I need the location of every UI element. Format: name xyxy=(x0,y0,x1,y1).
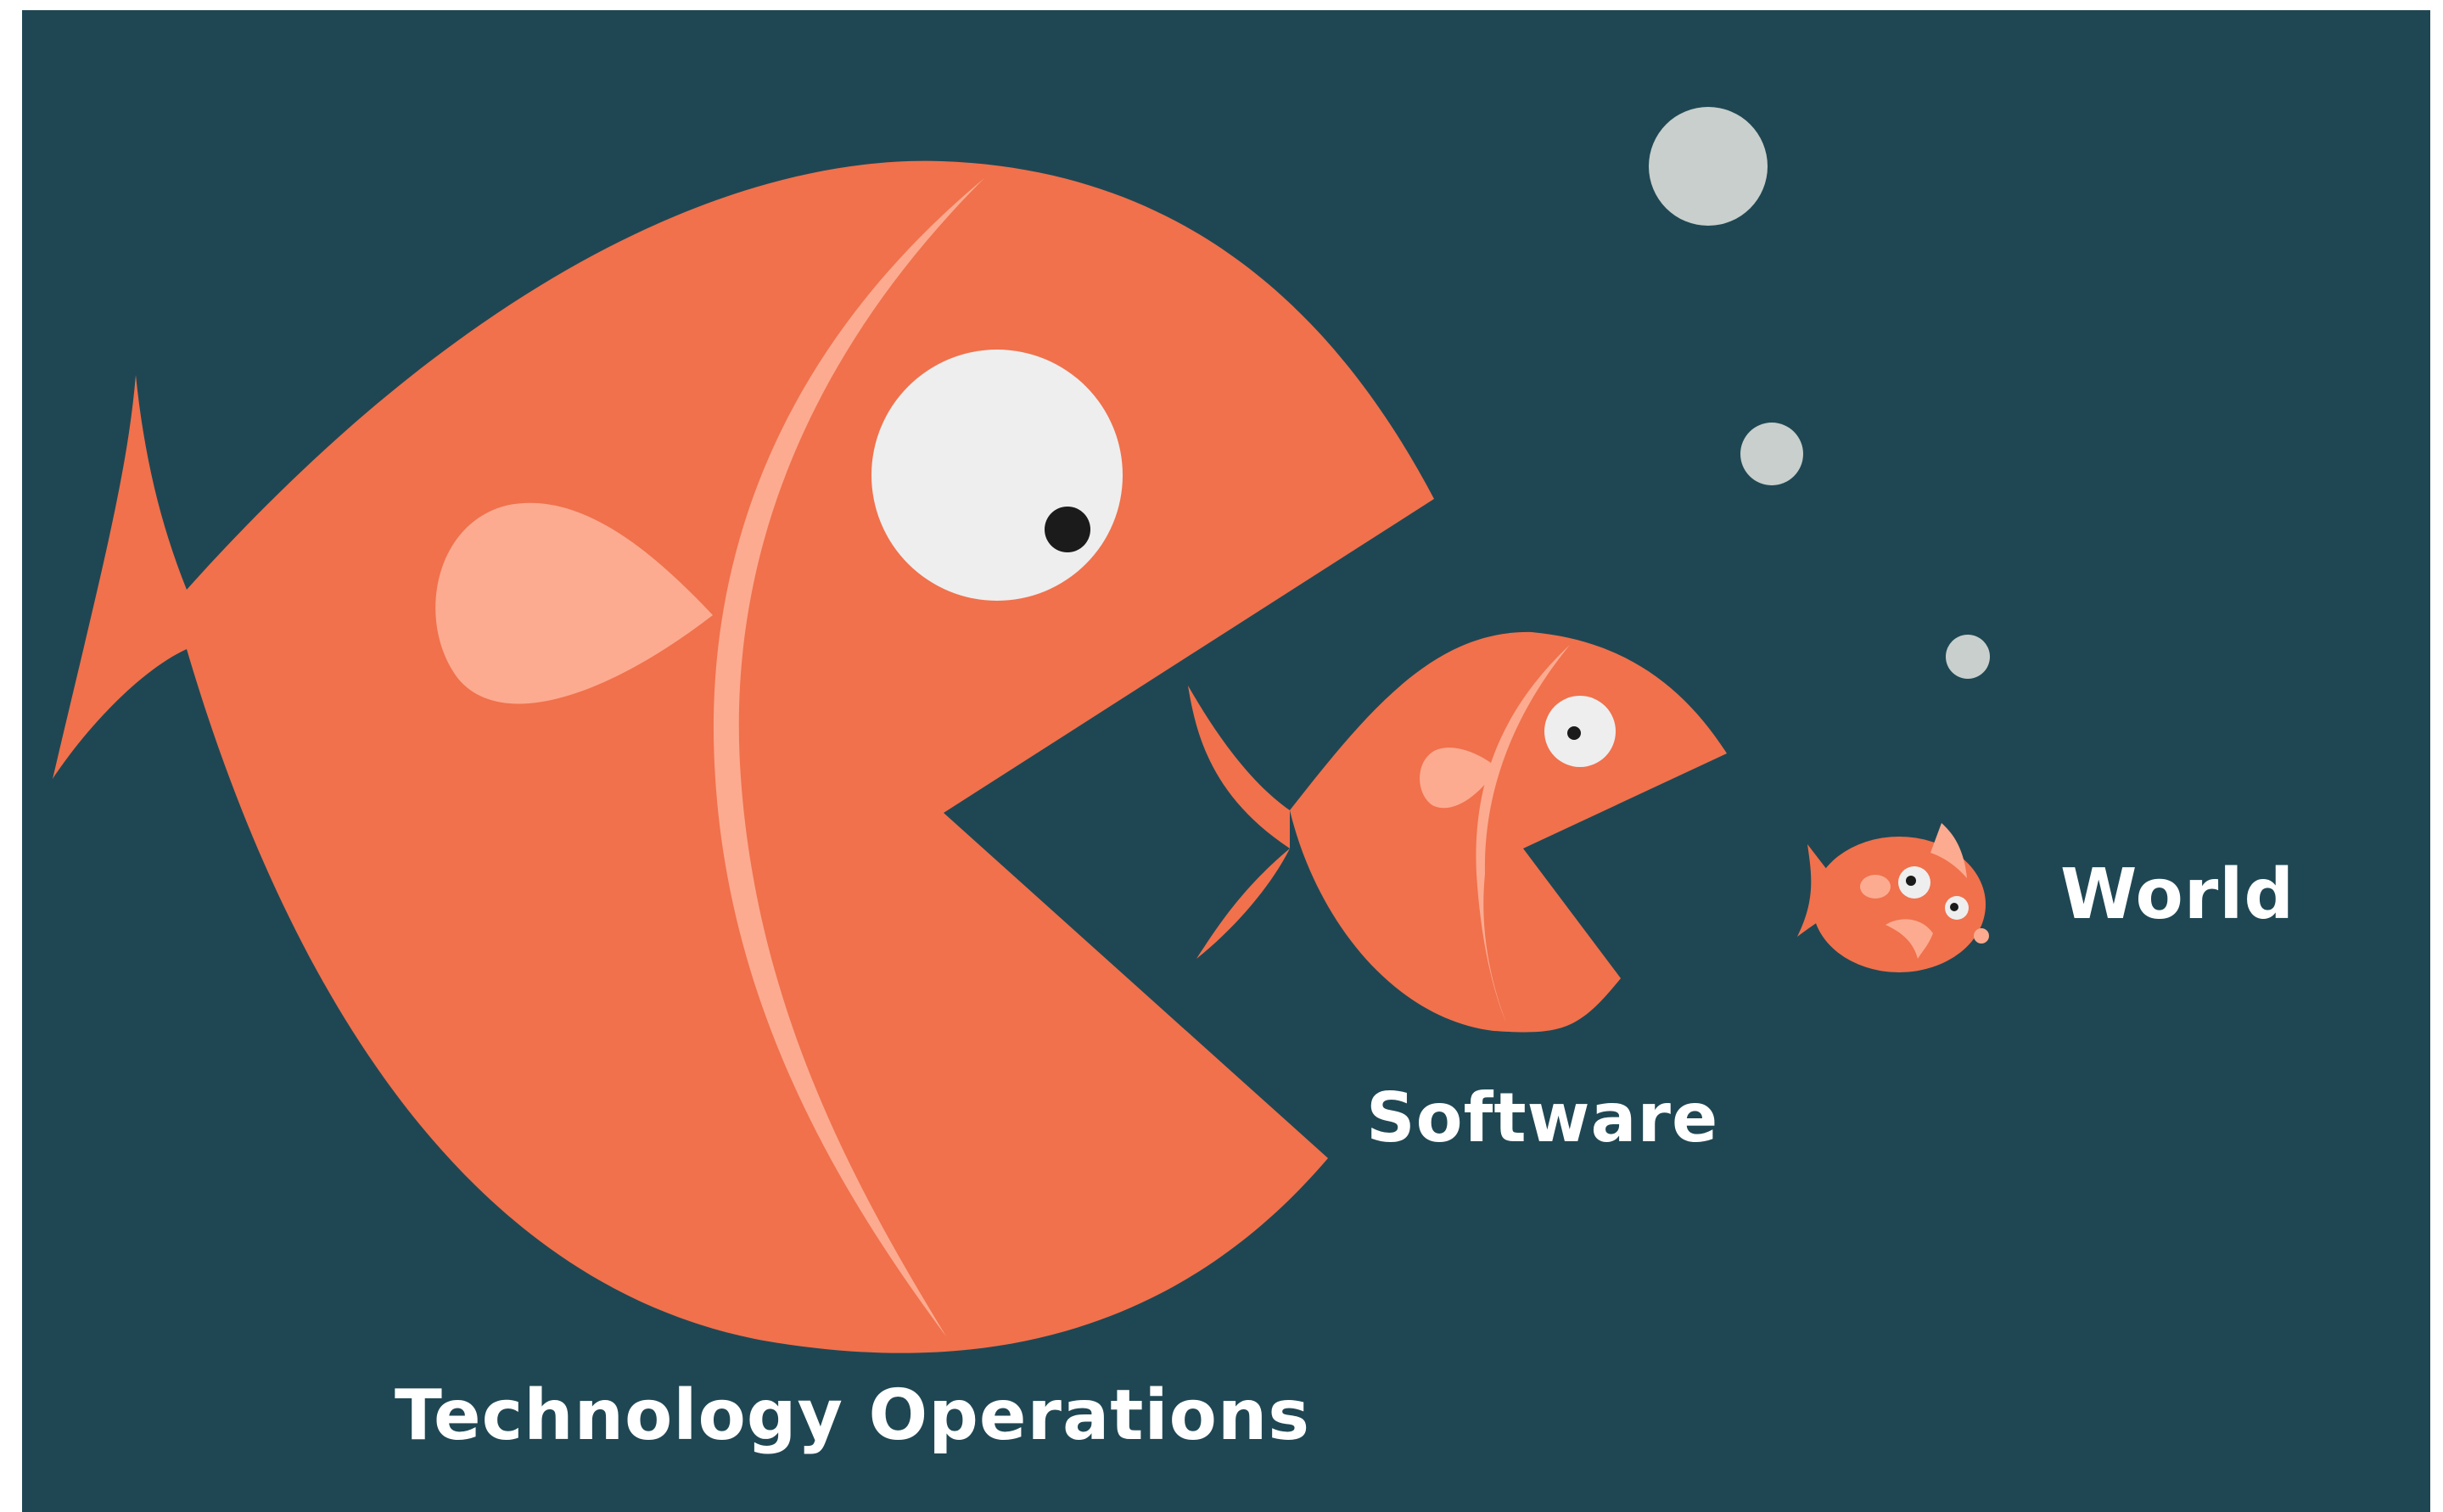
small-fish-frown-mouth xyxy=(1885,919,1933,959)
medium-fish-pupil xyxy=(1567,726,1581,740)
small-fish-pupil-right xyxy=(1950,903,1958,911)
medium-fish-icon xyxy=(1188,631,1727,1033)
bubbles-group xyxy=(1649,107,1990,679)
bubble-icon-medium xyxy=(1740,423,1803,485)
large-fish-tail xyxy=(53,375,187,779)
large-fish-pupil xyxy=(1045,507,1090,552)
large-fish-eye xyxy=(871,350,1123,601)
technology-operations-label: Technology Operations xyxy=(395,1375,1311,1456)
small-fish-icon xyxy=(1797,823,1989,972)
small-fish-dorsal-fin xyxy=(1930,823,1967,878)
medium-fish-tail xyxy=(1188,686,1290,959)
medium-fish-body xyxy=(1290,631,1727,1033)
software-label: Software xyxy=(1366,1078,1719,1157)
bubble-icon-large xyxy=(1649,107,1768,226)
small-fish-fin xyxy=(1860,875,1891,899)
bubble-icon-small xyxy=(1946,635,1990,679)
small-fish-pupil-left xyxy=(1906,876,1916,886)
large-fish-fin xyxy=(435,502,713,704)
large-fish-icon xyxy=(53,160,1434,1353)
large-fish-gill-line xyxy=(713,178,984,1336)
small-fish-cheek xyxy=(1974,928,1989,944)
small-fish-body xyxy=(1813,837,1986,972)
medium-fish-fin xyxy=(1420,748,1498,809)
world-label: World xyxy=(2060,854,2295,935)
